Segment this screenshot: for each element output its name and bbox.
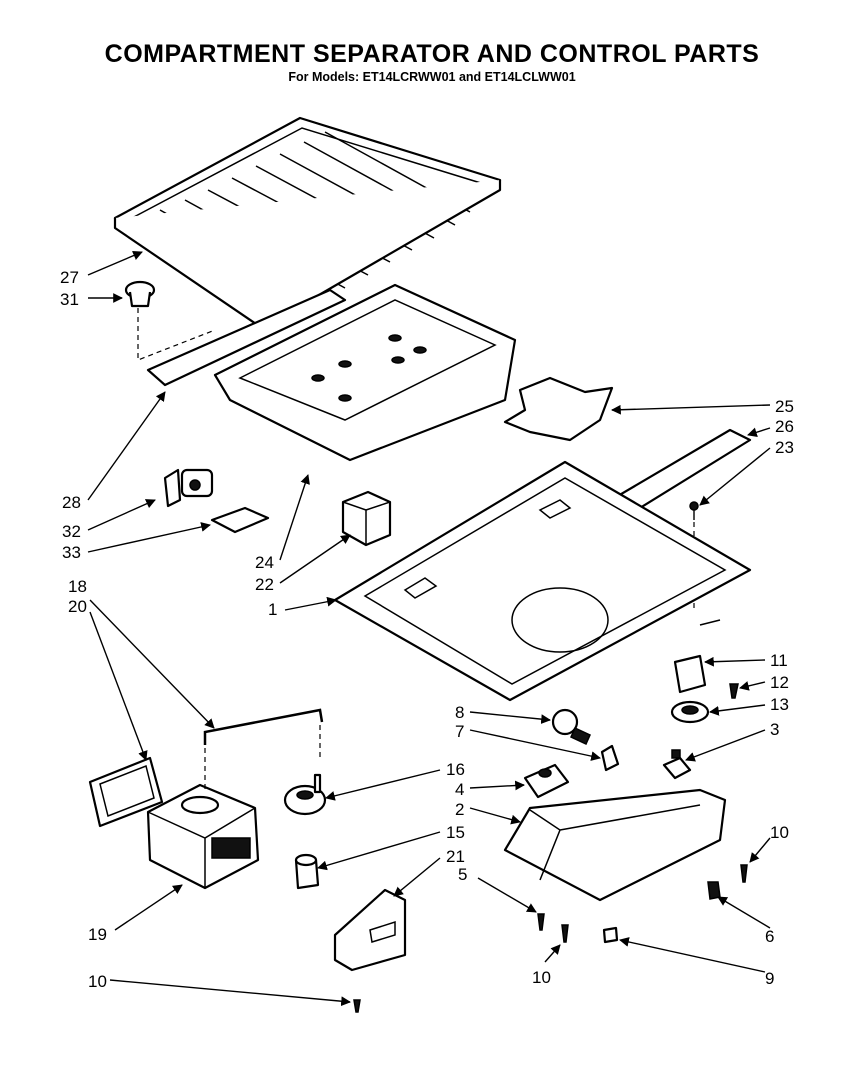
callout-19: 19	[88, 925, 107, 944]
part-25-gasket	[503, 376, 614, 442]
part-27-grille-cover	[113, 116, 502, 330]
part-9-cap	[602, 926, 619, 944]
part-13-gear-knob	[670, 700, 710, 724]
page-subtitle: For Models: ET14LCRWW01 and ET14LCLWW01	[288, 70, 576, 84]
part-20-gasket-frame	[88, 756, 164, 828]
callout-25: 25	[775, 397, 794, 416]
part-22-block	[341, 490, 392, 547]
callout-23: 23	[775, 438, 794, 457]
part-8-bulb	[551, 708, 591, 746]
part-6-nut	[707, 881, 721, 900]
callout-5: 5	[458, 865, 467, 884]
part-10-screw-a	[353, 999, 361, 1013]
callout-24: 24	[255, 553, 274, 572]
callout-11: 11	[770, 651, 788, 670]
leader-lines	[87, 250, 771, 1007]
callout-18: 18	[68, 577, 87, 596]
part-18-rod	[203, 708, 324, 745]
part-3-switch	[662, 749, 692, 780]
callout-28: 28	[62, 493, 81, 512]
callout-4: 4	[455, 780, 464, 799]
part-28-rail	[146, 288, 347, 387]
callout-labels: 27 31 28 32 33 24 22 25 26 23 1 18 20 11…	[60, 268, 794, 991]
callout-13: 13	[770, 695, 789, 714]
part-33-clip	[210, 506, 270, 534]
callout-33: 33	[62, 543, 81, 562]
part-10-screw-b	[561, 924, 569, 943]
callout-2: 2	[455, 800, 464, 819]
callout-16: 16	[446, 760, 465, 779]
callout-32: 32	[62, 522, 81, 541]
callout-12: 12	[770, 673, 789, 692]
part-7-socket	[600, 744, 620, 772]
callout-10-right: 10	[770, 823, 789, 842]
callout-1: 1	[268, 600, 277, 619]
part-23-screw	[689, 501, 699, 520]
part-15-bushing	[294, 853, 320, 890]
page-title: COMPARTMENT SEPARATOR AND CONTROL PARTS	[104, 40, 760, 68]
callout-22: 22	[255, 575, 274, 594]
callout-9: 9	[765, 969, 774, 988]
callout-20: 20	[68, 597, 87, 616]
callout-3: 3	[770, 720, 779, 739]
callout-15: 15	[446, 823, 465, 842]
part-12-screw	[729, 683, 739, 699]
part-16-knob	[283, 773, 327, 816]
part-4-thermostat	[523, 763, 570, 799]
callout-7: 7	[455, 722, 464, 741]
part-11-switch	[673, 619, 721, 694]
callout-21: 21	[446, 847, 465, 866]
part-5-screw	[537, 913, 545, 931]
part-10-screw-c	[740, 864, 748, 883]
callout-6: 6	[765, 927, 774, 946]
part-2-control-tray	[503, 788, 727, 902]
part-32-sensor	[163, 468, 214, 508]
callout-8: 8	[455, 703, 464, 722]
callout-26: 26	[775, 417, 794, 436]
callout-10-left: 10	[88, 972, 107, 991]
callout-31: 31	[60, 290, 79, 309]
part-1-base-tray	[333, 460, 752, 702]
part-19-control-housing	[146, 783, 260, 890]
part-21-bracket	[333, 888, 407, 972]
callout-10-bottom: 10	[532, 968, 551, 987]
part-31-plug	[124, 280, 156, 308]
callout-27: 27	[60, 268, 79, 287]
part-24-separator	[213, 283, 517, 462]
